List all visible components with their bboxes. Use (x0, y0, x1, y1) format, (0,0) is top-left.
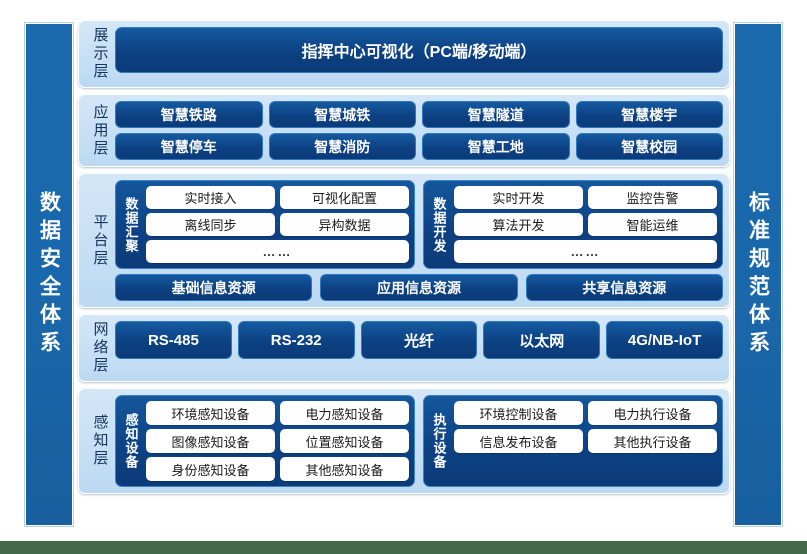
sensing-row-3: 身份感知设备 其他感知设备 (146, 457, 409, 481)
group-actuating-devices: 执行设备 环境控制设备 电力执行设备 信息发布设备 其他执行设备 (423, 395, 723, 487)
app-item-smart-tunnel[interactable]: 智慧隧道 (422, 101, 570, 128)
network-item-rs485[interactable]: RS-485 (115, 321, 232, 359)
layer-perception: 感知层 感知设备 环境感知设备 电力感知设备 (78, 388, 730, 494)
application-row-1: 智慧铁路 智慧城铁 智慧隧道 智慧楼宇 (115, 101, 723, 128)
cell-power-actuation[interactable]: 电力执行设备 (588, 401, 717, 425)
app-item-smart-firefighting[interactable]: 智慧消防 (268, 133, 416, 160)
resource-basic-information[interactable]: 基础信息资源 (115, 274, 313, 301)
layer-platform-label-wrap: 平台层 (85, 180, 115, 301)
cell-image-sensing[interactable]: 图像感知设备 (146, 429, 275, 453)
network-item-ethernet[interactable]: 以太网 (483, 321, 601, 359)
group-actuating-devices-cells: 环境控制设备 电力执行设备 信息发布设备 其他执行设备 (454, 401, 717, 481)
pillar-left-label: 数据安全体系 (37, 190, 61, 359)
group-data-aggregation-title-wrap: 数据汇聚 (121, 186, 141, 263)
layer-presentation-body: 指挥中心可视化（PC端/移动端） (115, 27, 723, 81)
cell-monitoring-alarm[interactable]: 监控告警 (588, 186, 717, 209)
network-item-fiber[interactable]: 光纤 (360, 321, 478, 359)
cell-other-actuation[interactable]: 其他执行设备 (588, 429, 717, 453)
layer-presentation-label-wrap: 展示层 (85, 27, 115, 81)
resource-shared-information[interactable]: 共享信息资源 (525, 274, 723, 301)
cell-realtime-development[interactable]: 实时开发 (454, 186, 583, 209)
aggregation-row-3: …… (146, 240, 409, 263)
app-item-smart-parking[interactable]: 智慧停车 (115, 133, 263, 160)
perception-group-row: 感知设备 环境感知设备 电力感知设备 图像感知设备 位置感知设备 (115, 395, 723, 487)
aggregation-row-1: 实时接入 可视化配置 (146, 186, 409, 209)
layer-perception-body: 感知设备 环境感知设备 电力感知设备 图像感知设备 位置感知设备 (115, 395, 723, 487)
cell-environment-control[interactable]: 环境控制设备 (454, 401, 583, 425)
development-row-1: 实时开发 监控告警 (454, 186, 717, 209)
sensing-row-1: 环境感知设备 电力感知设备 (146, 401, 409, 425)
app-item-smart-building[interactable]: 智慧楼宇 (575, 101, 723, 128)
app-item-smart-campus[interactable]: 智慧校园 (575, 133, 723, 160)
group-data-aggregation-title: 数据汇聚 (123, 196, 139, 253)
layer-platform-label: 平台层 (91, 213, 109, 268)
network-items-row: RS-485 RS-232 光纤 以太网 4G/NB-IoT (115, 321, 723, 359)
application-row-2: 智慧停车 智慧消防 智慧工地 智慧校园 (115, 133, 723, 160)
pillar-standards: 标准规范体系 (734, 23, 782, 526)
pillar-right-label: 标准规范体系 (746, 190, 770, 359)
layer-stack: 展示层 指挥中心可视化（PC端/移动端） 应用层 智慧铁路 智慧城铁 智慧隧道 … (78, 20, 730, 500)
layer-perception-label: 感知层 (91, 414, 109, 468)
cell-realtime-ingest[interactable]: 实时接入 (146, 186, 275, 209)
layer-network-label-wrap: 网络层 (85, 321, 115, 375)
cell-power-sensing[interactable]: 电力感知设备 (280, 401, 409, 425)
group-sensing-devices-title-wrap: 感知设备 (121, 401, 141, 481)
cell-development-ellipsis[interactable]: …… (454, 240, 717, 263)
cell-algorithm-development[interactable]: 算法开发 (454, 213, 583, 236)
layer-perception-label-wrap: 感知层 (85, 395, 115, 487)
cell-identity-sensing[interactable]: 身份感知设备 (146, 457, 275, 481)
group-data-aggregation: 数据汇聚 实时接入 可视化配置 离线同步 异构数据 (115, 180, 415, 269)
layer-presentation: 展示层 指挥中心可视化（PC端/移动端） (78, 20, 730, 88)
actuating-row-2: 信息发布设备 其他执行设备 (454, 429, 717, 453)
group-data-development-title-wrap: 数据开发 (429, 186, 449, 263)
cell-visual-config[interactable]: 可视化配置 (280, 186, 409, 209)
command-center-visualization-banner[interactable]: 指挥中心可视化（PC端/移动端） (115, 27, 723, 73)
group-sensing-devices: 感知设备 环境感知设备 电力感知设备 图像感知设备 位置感知设备 (115, 395, 415, 487)
layer-network-label: 网络层 (91, 321, 109, 375)
group-actuating-devices-title-wrap: 执行设备 (429, 401, 449, 481)
platform-resource-row: 基础信息资源 应用信息资源 共享信息资源 (115, 274, 723, 301)
actuating-row-1: 环境控制设备 电力执行设备 (454, 401, 717, 425)
aggregation-row-2: 离线同步 异构数据 (146, 213, 409, 236)
app-item-smart-railway[interactable]: 智慧铁路 (115, 101, 263, 128)
pillar-data-security: 数据安全体系 (25, 23, 73, 526)
platform-group-row: 数据汇聚 实时接入 可视化配置 离线同步 异构数据 (115, 180, 723, 269)
layer-network-body: RS-485 RS-232 光纤 以太网 4G/NB-IoT (115, 321, 723, 375)
diagram-canvas: 数据安全体系 标准规范体系 展示层 指挥中心可视化（PC端/移动端） 应用层 智… (0, 0, 807, 541)
development-row-2: 算法开发 智能运维 (454, 213, 717, 236)
layer-presentation-label: 展示层 (91, 27, 109, 81)
layer-network: 网络层 RS-485 RS-232 光纤 以太网 4G/NB-IoT (78, 314, 730, 382)
group-data-development: 数据开发 实时开发 监控告警 算法开发 智能运维 (423, 180, 723, 269)
group-data-aggregation-cells: 实时接入 可视化配置 离线同步 异构数据 …… (146, 186, 409, 263)
group-actuating-devices-title: 执行设备 (431, 413, 447, 469)
cell-aggregation-ellipsis[interactable]: …… (146, 240, 409, 263)
cell-other-sensing[interactable]: 其他感知设备 (280, 457, 409, 481)
development-row-3: …… (454, 240, 717, 263)
layer-platform-body: 数据汇聚 实时接入 可视化配置 离线同步 异构数据 (115, 180, 723, 301)
layer-platform: 平台层 数据汇聚 实时接入 可视化配置 (78, 173, 730, 308)
group-sensing-devices-cells: 环境感知设备 电力感知设备 图像感知设备 位置感知设备 身份感知设备 其他感知设… (146, 401, 409, 481)
cell-information-release[interactable]: 信息发布设备 (454, 429, 583, 453)
layer-application-label-wrap: 应用层 (85, 101, 115, 160)
cell-heterogeneous-data[interactable]: 异构数据 (280, 213, 409, 236)
sensing-row-2: 图像感知设备 位置感知设备 (146, 429, 409, 453)
group-sensing-devices-title: 感知设备 (123, 413, 139, 469)
group-data-development-title: 数据开发 (431, 196, 447, 253)
network-item-rs232[interactable]: RS-232 (237, 321, 355, 359)
layer-application-body: 智慧铁路 智慧城铁 智慧隧道 智慧楼宇 智慧停车 智慧消防 智慧工地 智慧校园 (115, 101, 723, 160)
app-item-smart-metro[interactable]: 智慧城铁 (268, 101, 416, 128)
app-item-smart-construction[interactable]: 智慧工地 (422, 133, 570, 160)
layer-application-label: 应用层 (91, 103, 109, 158)
group-data-development-cells: 实时开发 监控告警 算法开发 智能运维 …… (454, 186, 717, 263)
cell-location-sensing[interactable]: 位置感知设备 (280, 429, 409, 453)
network-item-4g-nbiot[interactable]: 4G/NB-IoT (606, 321, 723, 359)
resource-application-information[interactable]: 应用信息资源 (320, 274, 518, 301)
cell-offline-sync[interactable]: 离线同步 (146, 213, 275, 236)
cell-intelligent-ops[interactable]: 智能运维 (588, 213, 717, 236)
layer-application: 应用层 智慧铁路 智慧城铁 智慧隧道 智慧楼宇 智慧停车 智慧消防 智慧工地 智… (78, 94, 730, 167)
cell-environment-sensing[interactable]: 环境感知设备 (146, 401, 275, 425)
